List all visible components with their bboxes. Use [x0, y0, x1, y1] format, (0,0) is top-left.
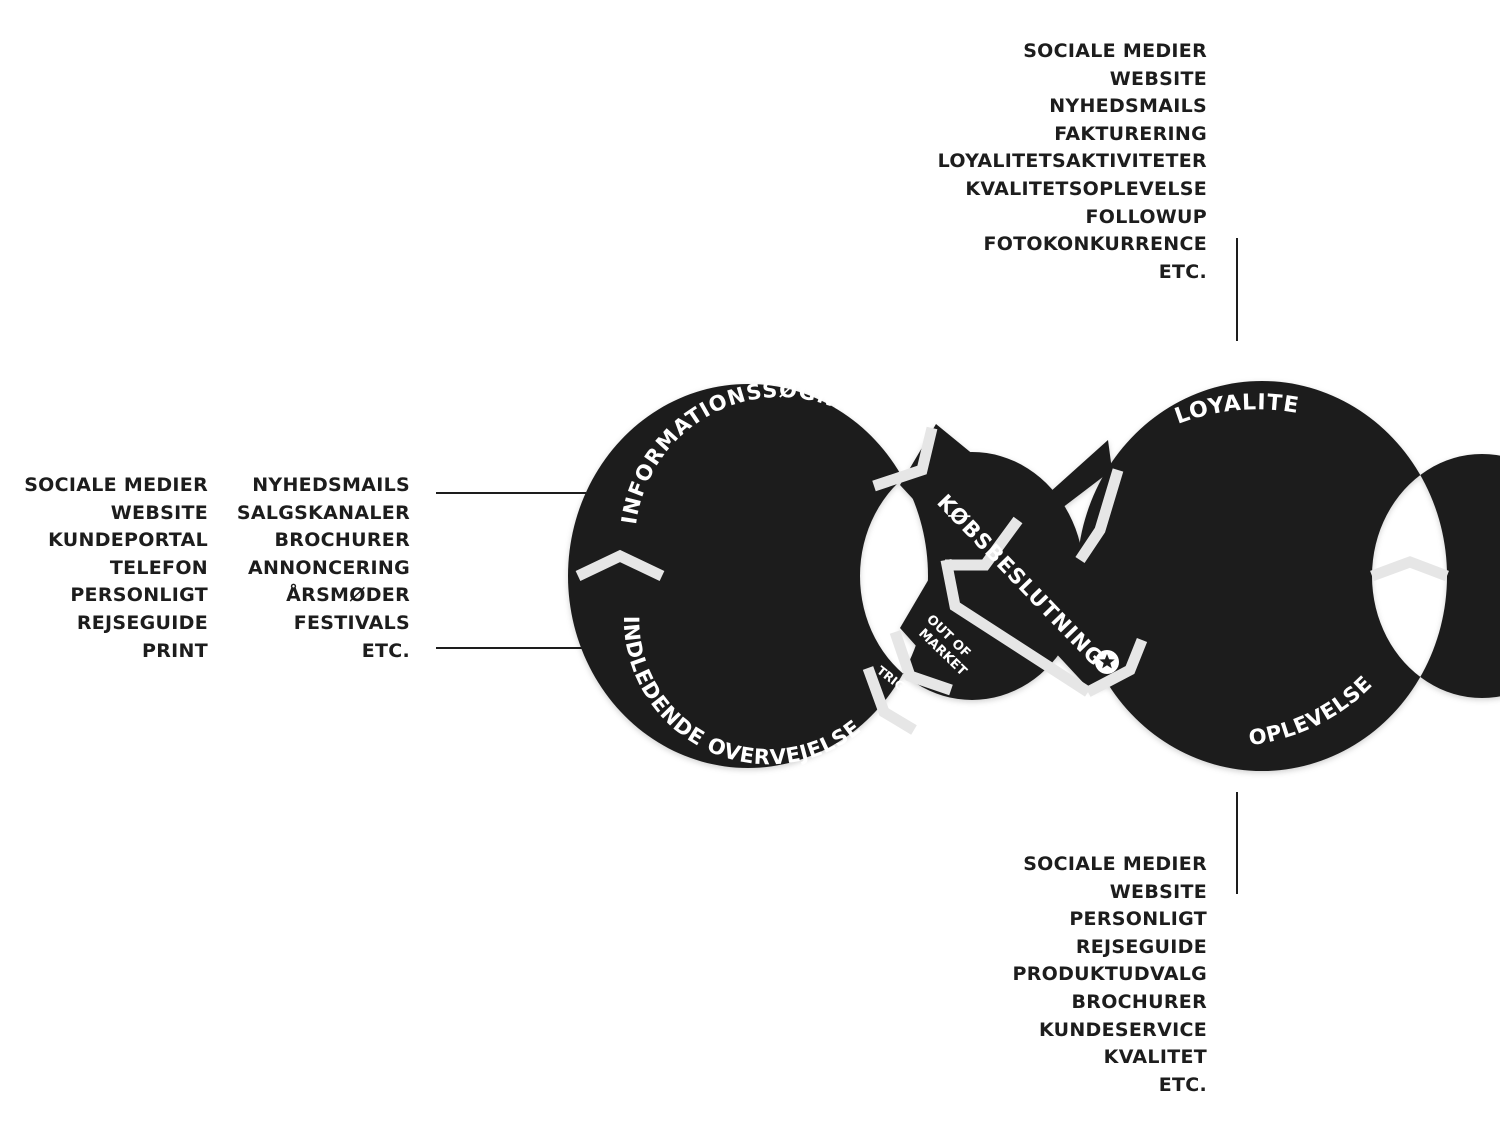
- list-item: KUNDESERVICE: [1038, 1018, 1207, 1041]
- list-item: FESTIVALS: [293, 611, 410, 634]
- list-item: ETC.: [1158, 1073, 1207, 1096]
- channel-list-experience: SOCIALE MEDIER WEBSITE PERSONLIGT REJSEG…: [1012, 851, 1207, 1099]
- list-item: SOCIALE MEDIER: [1023, 853, 1207, 875]
- connector-line-left-lower: [436, 647, 586, 649]
- list-item: SOCIALE MEDIER: [24, 474, 208, 496]
- list-item: NYHEDSMAILS: [252, 474, 410, 496]
- list-item: ÅRSMØDER: [286, 584, 410, 607]
- list-item: NYHEDSMAILS: [1049, 95, 1207, 118]
- gap-left-ring: [575, 549, 665, 581]
- stage-loyalitet: LOYALITET: [0, 0, 1301, 430]
- decision-band: [900, 424, 1143, 690]
- list-item: WEBSITE: [1109, 67, 1207, 90]
- list-item: PRODUKTUDVALG: [1012, 963, 1207, 986]
- gap-out-market: [940, 558, 1091, 697]
- channel-list-loyalty: SOCIALE MEDIER WEBSITE NYHEDSMAILS FAKTU…: [938, 38, 1207, 286]
- list-item: FOLLOWUP: [1085, 205, 1207, 228]
- list-item: KUNDEPORTAL: [48, 529, 208, 552]
- segment-gaps: [575, 426, 1449, 735]
- list-item: WEBSITE: [110, 501, 208, 524]
- gap-trigger-upper: [889, 630, 953, 696]
- loop-band: [568, 381, 1500, 771]
- list-item: BROCHURER: [1071, 990, 1207, 1013]
- list-item: SALGSKANALER: [236, 501, 410, 524]
- list-item: REJSEGUIDE: [76, 611, 208, 634]
- channel-list-left-2: NYHEDSMAILS SALGSKANALER BROCHURER ANNON…: [237, 472, 410, 665]
- list-item: TELEFON: [109, 556, 208, 579]
- list-item: WEBSITE: [1109, 880, 1207, 903]
- connector-line-top: [1236, 238, 1238, 341]
- gap-right-upper: [1075, 468, 1124, 564]
- list-item: SOCIALE MEDIER: [1023, 40, 1207, 62]
- list-item: PRINT: [142, 639, 208, 662]
- list-item: KVALITETSOPLEVELSE: [965, 177, 1207, 200]
- list-item: BROCHURER: [274, 529, 410, 552]
- channel-list-left-1: SOCIALE MEDIER WEBSITE KUNDEPORTAL TELEF…: [24, 472, 208, 665]
- list-item: ANNONCERING: [248, 556, 410, 579]
- list-item: FOTOKONKURRENCE: [983, 233, 1207, 256]
- list-item: ETC.: [1158, 260, 1207, 283]
- stage-loyalitet-label: LOYALITET: [0, 0, 1300, 430]
- gap-right-lower: [1085, 637, 1148, 697]
- gap-decision: [945, 516, 1023, 571]
- list-item: PERSONLIGT: [1069, 908, 1207, 931]
- list-item: REJSEGUIDE: [1075, 935, 1207, 958]
- list-item: KVALITET: [1103, 1046, 1207, 1069]
- list-item: PERSONLIGT: [70, 584, 208, 607]
- star-circle-icon: [1095, 650, 1119, 674]
- gap-upper-left: [872, 426, 938, 492]
- connector-line-bottom: [1236, 792, 1238, 894]
- list-item: FAKTURERING: [1054, 122, 1207, 145]
- gap-trigger-lower: [862, 666, 917, 735]
- right-loop-ring: [1077, 381, 1500, 771]
- out-of-market-block: [900, 560, 990, 686]
- list-item: ETC.: [361, 639, 410, 662]
- gap-right-ring: [1370, 556, 1449, 582]
- connector-line-left-upper: [436, 492, 586, 494]
- list-item: LOYALITETSAKTIVITETER: [937, 150, 1207, 173]
